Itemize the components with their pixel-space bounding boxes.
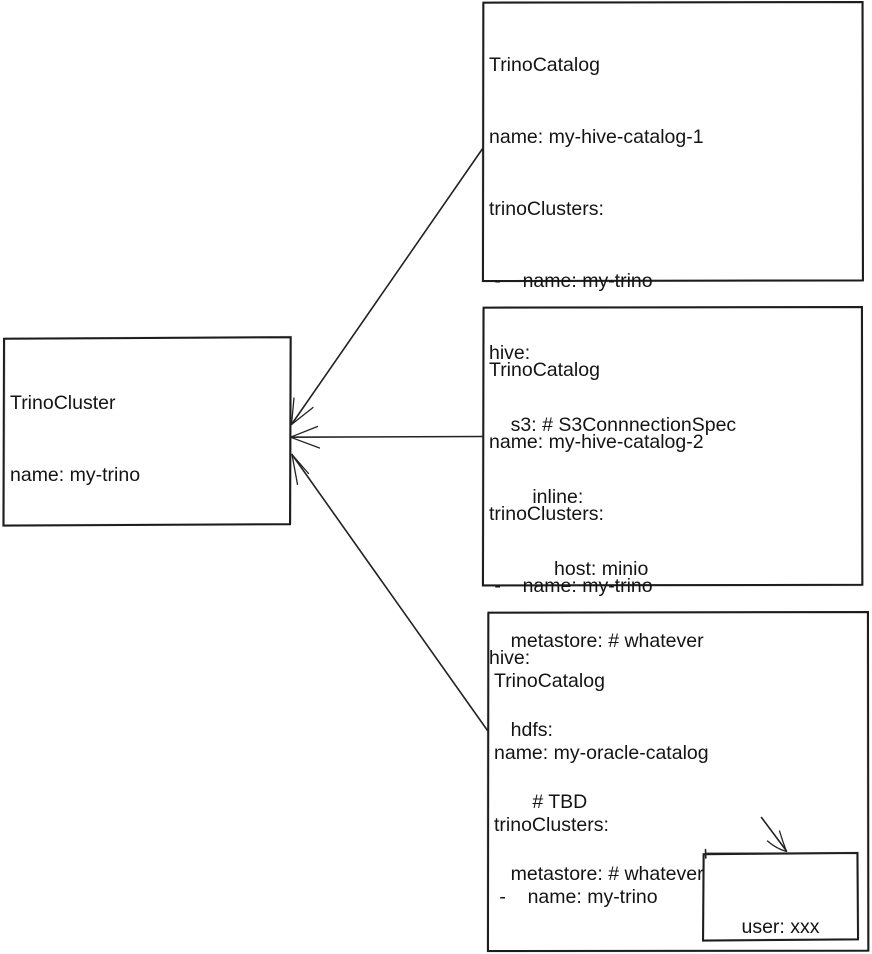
arrowhead-catalog1-to-cluster: [290, 397, 314, 426]
yaml-line: trinoClusters:: [494, 814, 609, 836]
trinocatalog2-box: TrinoCatalog name: my-hive-catalog-2 tri…: [489, 310, 704, 934]
yaml-line: metastore: # whatever: [489, 863, 704, 885]
trinocluster-box-outline: [2, 336, 292, 527]
yaml-line: host: minio: [489, 558, 649, 580]
arrowhead-catalog2-to-cluster: [289, 425, 321, 449]
trinocluster-box-outline-echo: [3, 335, 293, 526]
secret-box-top-edge-overdraw: [704, 848, 856, 859]
connector-catalog2-to-cluster: [289, 435, 484, 438]
connector-catalog3-to-cluster: [291, 453, 489, 732]
trinocatalog1-box-outline: [481, 0, 865, 283]
connector-catalog1-to-cluster: [290, 147, 484, 426]
yaml-line: - name: my-trino: [494, 886, 658, 908]
yaml-line: hive:: [489, 647, 531, 669]
yaml-line: name: my-oracle-catalog: [494, 742, 709, 764]
box-title: TrinoCatalog: [494, 670, 605, 692]
yaml-line: trinoClusters:: [489, 503, 604, 525]
yaml-line: name: my-hive-catalog-2: [489, 431, 704, 453]
yaml-line: hdfs:: [489, 719, 553, 741]
trinocatalog2-box-outline-echo: [481, 307, 863, 587]
trinocatalog3-box-outline-echo: [486, 612, 869, 953]
yaml-line: # TBD: [489, 791, 588, 813]
box-title: TrinoCluster: [10, 392, 116, 414]
yaml-line: name: my-trino: [10, 464, 141, 486]
trinocatalog1-box-outline-echo: [481, 2, 863, 283]
secret-pointer-arrowhead: [766, 830, 788, 853]
trinocatalog3-box-outline: [486, 610, 870, 953]
box-title: TrinoCatalog: [489, 54, 600, 76]
yaml-line: trinoClusters:: [489, 198, 604, 220]
trinocluster-box: TrinoCluster name: my-trino: [10, 343, 140, 535]
secret-box: user: xxx password: xxx: [703, 870, 858, 954]
trinocatalog1-box: TrinoCatalog name: my-hive-catalog-1 tri…: [489, 5, 736, 701]
yaml-line: - name: my-trino: [489, 575, 653, 597]
yaml-line: hive:: [489, 342, 531, 364]
secret-pointer-arrow: [760, 816, 788, 852]
box-title: TrinoCatalog: [489, 359, 600, 381]
yaml-line: metastore: # whatever: [489, 630, 704, 652]
trinocatalog3-box: TrinoCatalog name: my-oracle-catalog tri…: [494, 621, 834, 954]
yaml-line: user: xxx: [741, 916, 820, 938]
yaml-line: - name: my-trino: [489, 270, 653, 292]
yaml-line: s3: # S3ConnnectionSpec: [489, 414, 737, 436]
yaml-line: inline:: [489, 486, 584, 508]
yaml-line: name: my-hive-catalog-1: [489, 126, 704, 148]
trinocatalog2-box-outline: [481, 305, 864, 587]
arrowhead-catalog3-to-cluster: [291, 453, 310, 486]
